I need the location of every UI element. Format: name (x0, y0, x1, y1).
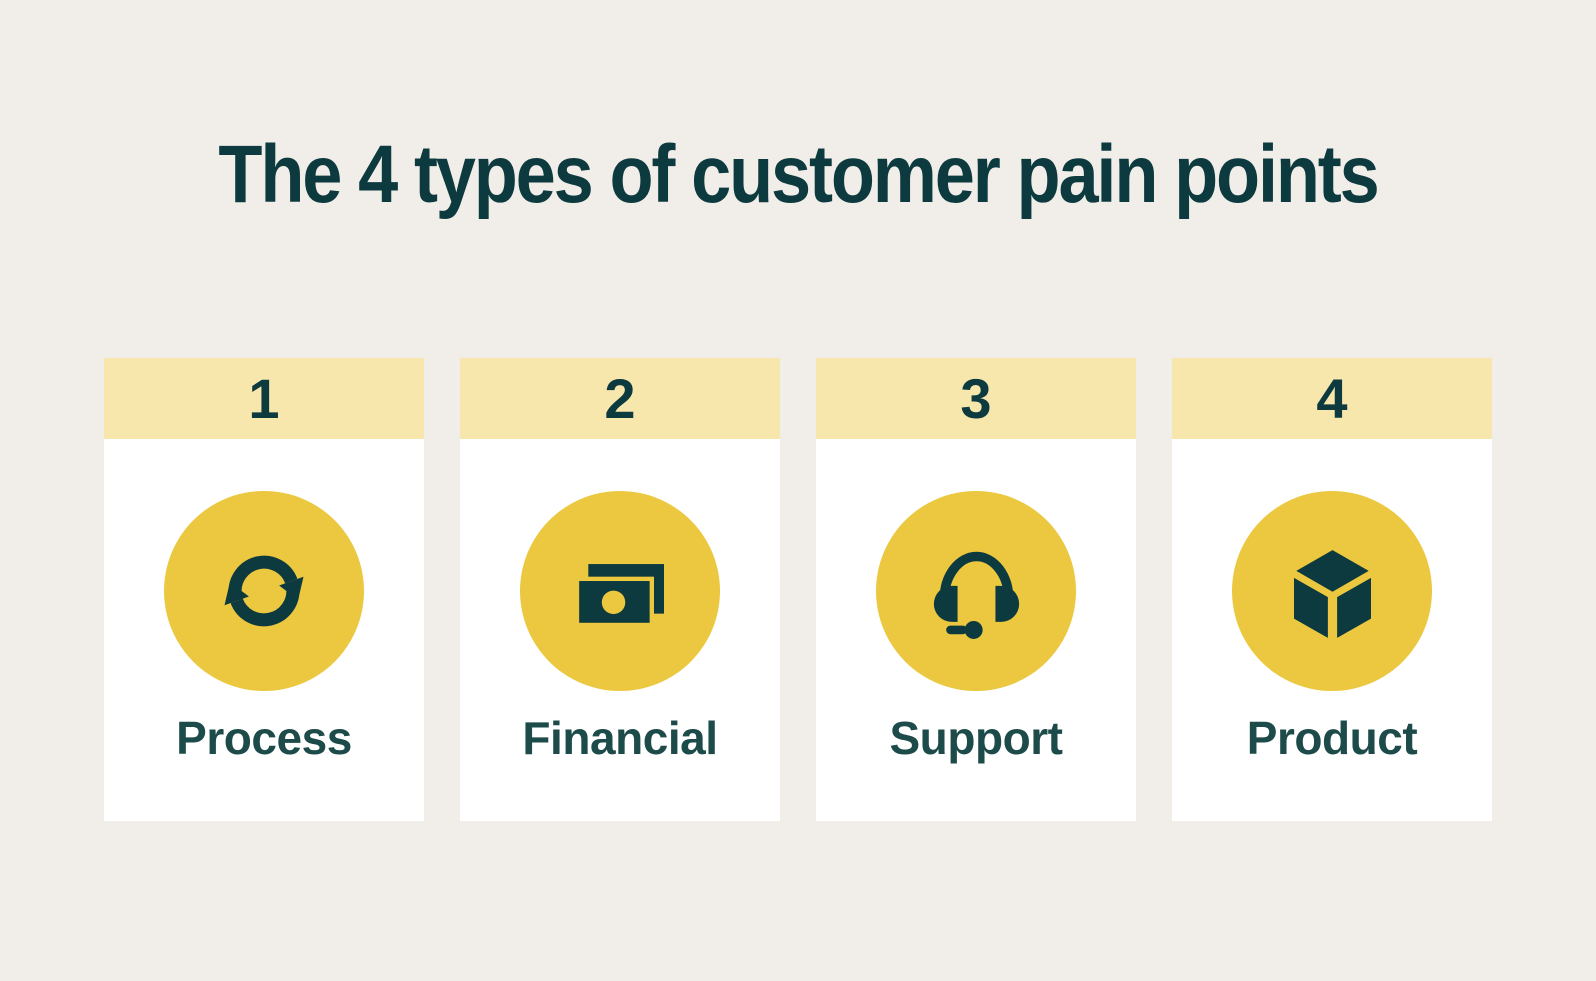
card-header: 2 (460, 358, 780, 439)
card-header: 4 (1172, 358, 1492, 439)
headset-icon (933, 551, 1019, 639)
money-icon (574, 563, 664, 627)
icon-circle (1232, 491, 1432, 691)
card-process: 1 Process (104, 358, 424, 821)
card-body: Financial (460, 439, 780, 821)
card-label: Process (176, 712, 352, 764)
icon-circle (164, 491, 364, 691)
card-body: Product (1172, 439, 1492, 821)
card-header: 1 (104, 358, 424, 439)
cube-icon (1293, 550, 1371, 638)
sync-icon (224, 555, 304, 627)
icon-circle (520, 491, 720, 691)
card-number: 3 (960, 366, 992, 430)
card-label: Product (1246, 712, 1418, 764)
card-support: 3 Support (816, 358, 1136, 821)
card-label: Financial (522, 712, 718, 764)
card-number: 4 (1316, 366, 1348, 430)
card-number: 1 (248, 366, 280, 430)
card-body: Support (816, 439, 1136, 821)
card-product: 4 Product (1172, 358, 1492, 821)
card-number: 2 (604, 366, 636, 430)
icon-circle (876, 491, 1076, 691)
pain-point-cards: 1 Process 2 (104, 358, 1492, 821)
card-financial: 2 Financial (460, 358, 780, 821)
card-header: 3 (816, 358, 1136, 439)
card-body: Process (104, 439, 424, 821)
card-label: Support (889, 712, 1063, 764)
page-title: The 4 types of customer pain points (218, 129, 1379, 220)
